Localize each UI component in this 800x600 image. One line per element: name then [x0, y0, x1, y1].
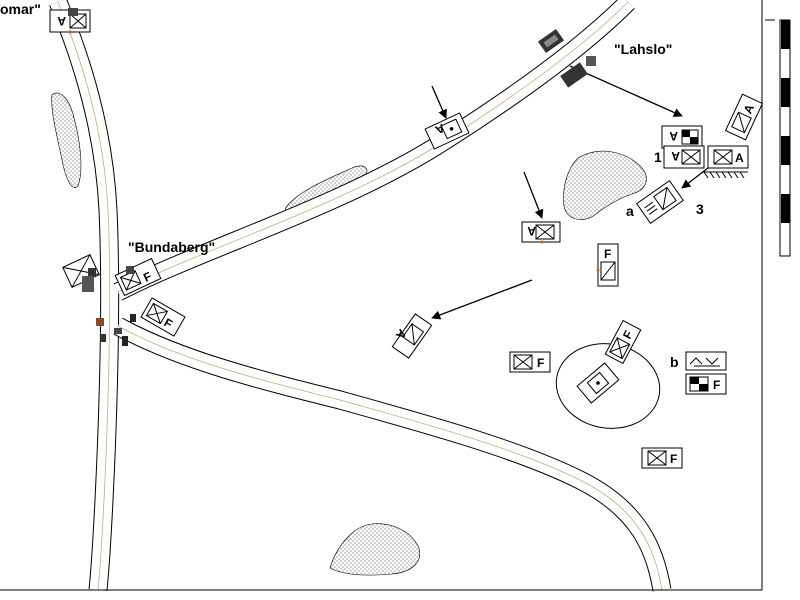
unit-vertical-f[interactable]: F — [596, 243, 619, 287]
unit-bundaberg-south-f[interactable]: F — [140, 297, 186, 337]
unit-lower-right-f[interactable]: F — [641, 447, 683, 469]
terrain-patch-west — [51, 92, 82, 188]
unit-lahslo-ne[interactable]: A — [724, 93, 764, 141]
road-north-south-center — [57, 1, 111, 591]
unit-label-b: b — [670, 354, 679, 370]
unit-west[interactable]: A — [391, 313, 433, 359]
unit-top-left[interactable]: A — [49, 8, 91, 34]
unit-lahslo-a-3[interactable] — [636, 180, 684, 224]
unit-letter: A — [57, 14, 66, 28]
unit-label-1: 1 — [654, 149, 662, 165]
unit-label-a: a — [626, 203, 634, 219]
place-label-lahslo: "Lahslo" — [614, 41, 672, 57]
place-label-bundaberg: "Bundaberg" — [128, 239, 215, 255]
road-southeast-center — [117, 325, 663, 591]
unit-center-east[interactable]: A — [521, 221, 561, 244]
unit-letter: A — [671, 149, 680, 163]
unit-letter: A — [527, 224, 536, 238]
unit-letter: F — [604, 247, 611, 261]
lahslo-road-markers — [537, 28, 596, 88]
unit-b-top[interactable] — [685, 351, 727, 371]
arrow-unit-3 — [681, 167, 709, 189]
road-network — [49, 0, 672, 592]
place-label-omar: omar" — [0, 1, 41, 17]
unit-letter: A — [669, 129, 678, 143]
unit-letter: F — [713, 378, 720, 392]
unit-lahslo-east[interactable]: A — [707, 145, 749, 169]
unit-ellipse-north-f[interactable]: F — [604, 319, 642, 365]
arrow-center-east — [523, 171, 544, 219]
unit-ellipse-f[interactable]: F — [509, 351, 551, 373]
terrain-patch-lahslo — [563, 150, 647, 220]
unit-symbols: A F F — [49, 8, 764, 469]
unit-letter: F — [537, 356, 544, 370]
scale-bar — [765, 19, 791, 257]
obstacle-line — [702, 171, 748, 179]
unit-letter: A — [735, 151, 744, 165]
road-northeast-center — [117, 1, 629, 293]
unit-lahslo-1[interactable]: A — [663, 145, 705, 169]
road-north-south-fill — [50, 0, 119, 591]
unit-ellipse-center[interactable] — [576, 362, 620, 404]
unit-bundaberg-west[interactable] — [62, 254, 100, 292]
unit-b-bottom-f[interactable]: F — [685, 373, 727, 395]
terrain-patches — [51, 92, 647, 576]
terrain-patch-south — [329, 523, 420, 576]
unit-lahslo-hq[interactable]: A — [661, 125, 703, 149]
movement-arrows — [431, 65, 709, 320]
arrow-west — [431, 279, 533, 320]
small-markers-bundaberg — [96, 314, 136, 346]
unit-label-3: 3 — [696, 201, 704, 217]
unit-bundaberg-f[interactable]: F — [114, 257, 162, 297]
arrow-to-lahslo — [569, 65, 683, 117]
unit-letter: F — [670, 452, 677, 466]
arrow-north-road — [431, 85, 447, 119]
unit-road-north[interactable]: A — [424, 112, 470, 150]
